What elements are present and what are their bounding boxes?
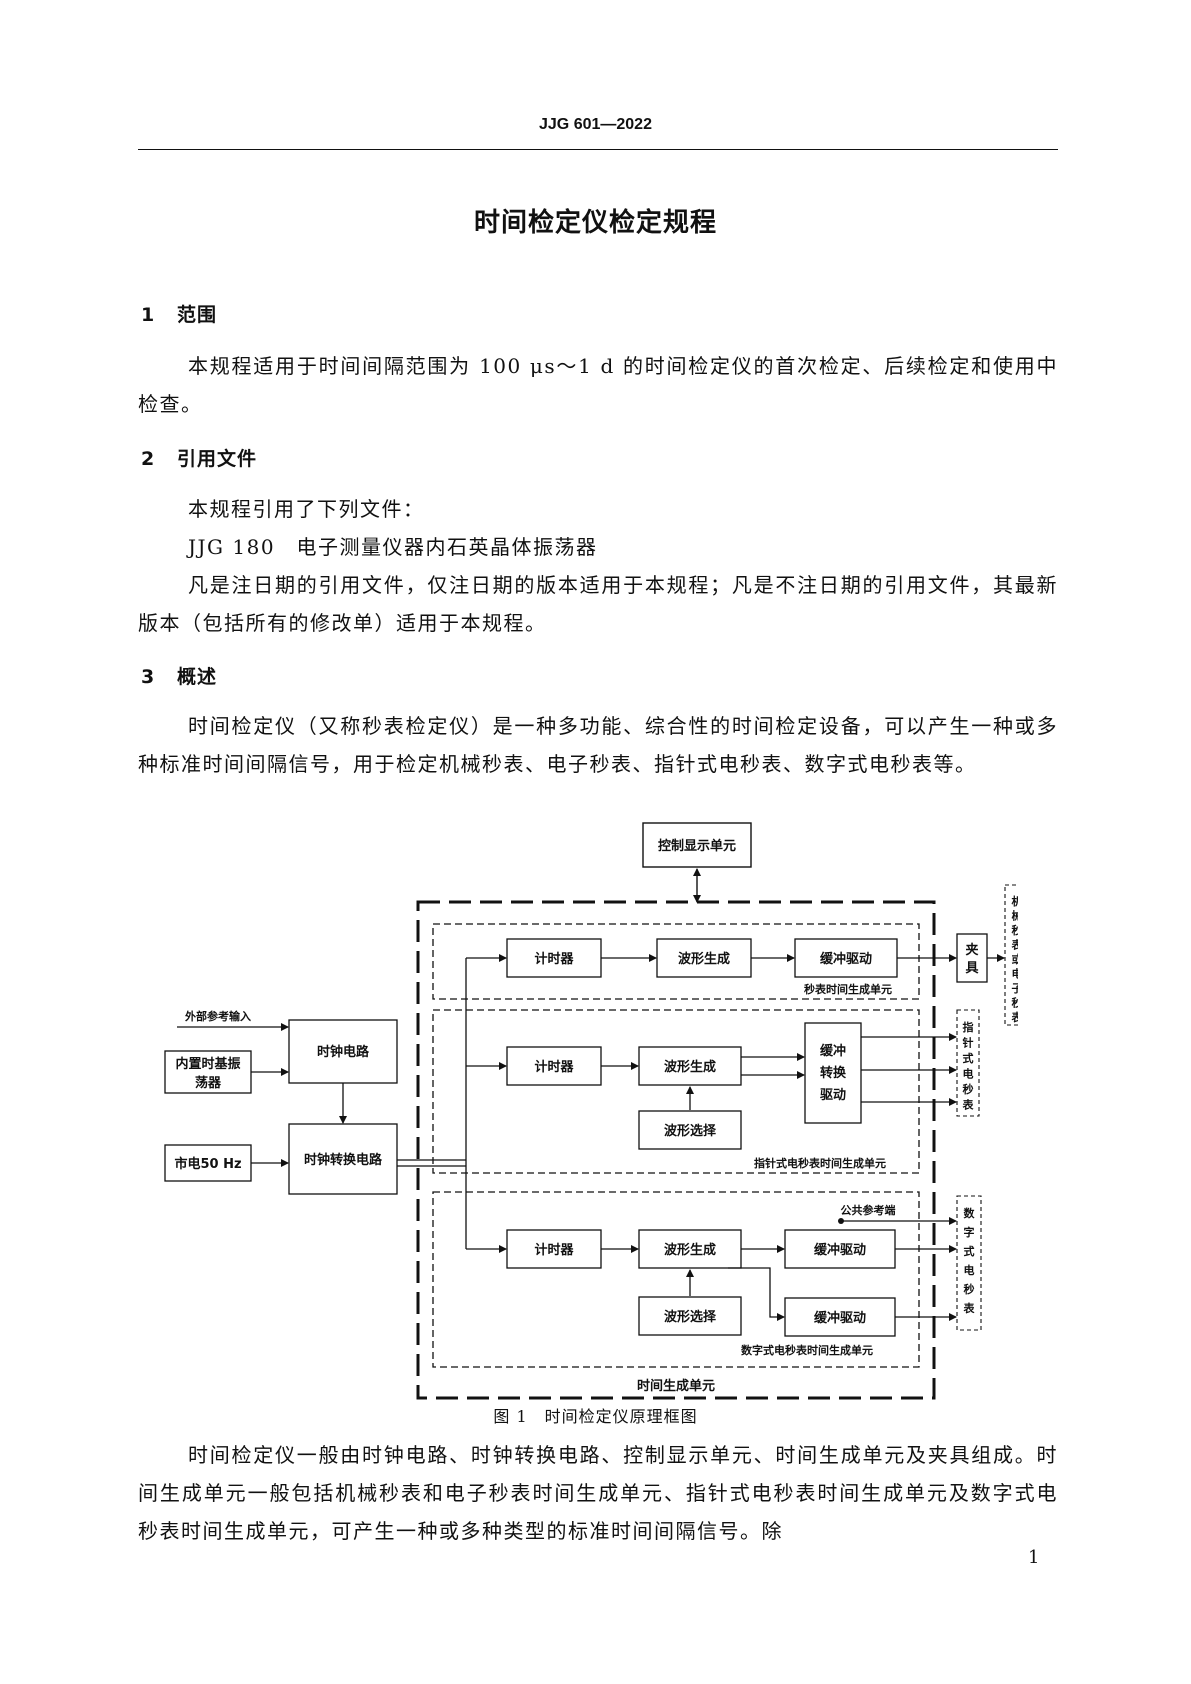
unit1-buffer-label: 缓冲驱动 (820, 951, 872, 967)
mains-label: 市电50 Hz (174, 1156, 241, 1172)
header-rule (138, 149, 1058, 150)
unit2-select-box (638, 1110, 742, 1150)
unit3-frame (432, 1191, 920, 1368)
fixture-box (956, 933, 988, 983)
clock-convert-label: 时钟转换电路 (304, 1152, 383, 1168)
document-header: JJG 601—2022 (539, 116, 652, 133)
clock-convert-box (288, 1123, 398, 1195)
internal-osc-label-2: 荡器 (195, 1075, 222, 1091)
unit3-timer-box (506, 1229, 602, 1269)
out3-char: 秒 (964, 1282, 975, 1296)
out1-char: 子 (1012, 982, 1019, 995)
unit1-timer-label: 计时器 (534, 951, 574, 967)
out1-char: 械 (1012, 909, 1019, 923)
section-number: 3 (141, 666, 156, 688)
clock-circuit-box (288, 1019, 398, 1084)
section-heading-1: 1 范围 (141, 300, 217, 327)
paragraph-overview: 时间检定仪（又称秒表检定仪）是一种多功能、综合性的时间检定设备，可以产生一种或多… (138, 714, 1058, 776)
internal-osc-label-1: 内置时基振 (175, 1056, 240, 1072)
out2-char: 指 (963, 1020, 974, 1034)
out2-char: 表 (962, 1098, 975, 1112)
out3-char: 式 (964, 1244, 975, 1258)
page-title: 时间检定仪检定规程 (473, 208, 717, 238)
unit2-select-label: 波形选择 (664, 1123, 717, 1139)
out1-char: 机 (1012, 894, 1019, 908)
unit3-timer-label: 计时器 (534, 1242, 574, 1258)
out2-char: 针 (963, 1036, 974, 1050)
paragraph-ref-intro: 本规程引用了下列文件： (188, 497, 425, 521)
clock-circuit-label: 时钟电路 (317, 1044, 370, 1060)
paragraph-ref-note: 凡是注日期的引用文件，仅注日期的版本适用于本规程；凡是不注日期的引用文件，其最新… (138, 573, 1058, 635)
section-title: 范围 (177, 304, 218, 326)
out2-frame (956, 1009, 980, 1117)
control-display-label: 控制显示单元 (658, 838, 736, 854)
unit3-select-box (638, 1296, 742, 1336)
page-number: 1 (1028, 1547, 1040, 1568)
section-number: 1 (141, 304, 156, 326)
mains-box (164, 1144, 252, 1182)
out1-char: 表 (1011, 1010, 1019, 1024)
out1-char: 或 (1012, 952, 1019, 966)
unit1-label: 秒表时间生成单元 (804, 982, 892, 996)
out2-label: 指针式电秒表 (962, 1020, 975, 1112)
out3-char: 字 (964, 1225, 975, 1239)
paragraph-composition: 时间检定仪一般由时钟电路、时钟转换电路、控制显示单元、时间生成单元及夹具组成。时… (138, 1443, 1058, 1543)
out1-char: 电 (1012, 967, 1019, 981)
time-gen-unit-frame (416, 900, 936, 1400)
paragraph-ref-doc: JJG 180 电子测量仪器内石英晶体振荡器 (188, 535, 598, 559)
unit3-select-label: 波形选择 (664, 1309, 717, 1325)
out1-char: 秒 (1012, 923, 1019, 937)
unit1-timer-box (506, 938, 602, 978)
unit2-waveform-label: 波形生成 (664, 1059, 716, 1075)
unit3-label: 数字式电秒表时间生成单元 (741, 1343, 873, 1357)
out3-char: 电 (964, 1263, 975, 1277)
unit3-buffer2-label: 缓冲驱动 (814, 1310, 866, 1326)
section-title: 引用文件 (177, 448, 258, 470)
unit2-buffer-label-3: 驱动 (820, 1088, 846, 1103)
section-heading-3: 3 概述 (141, 662, 217, 689)
unit1-waveform-box (656, 938, 752, 978)
block-diagram: 控制显示单元 时间生成单元 秒表时间生成单元 指针式电秒表时间生成单元 数字式电… (164, 822, 1019, 1400)
unit2-buffer-label-2: 转换 (820, 1065, 847, 1081)
common-ref-label: 公共参考端 (841, 1203, 896, 1217)
unit1-frame (432, 923, 920, 1000)
unit1-waveform-label: 波形生成 (678, 951, 730, 967)
section-title: 概述 (177, 666, 218, 688)
out3-char: 表 (963, 1301, 976, 1315)
out1-char: 秒 (1012, 996, 1019, 1010)
out2-char: 式 (963, 1051, 974, 1065)
time-gen-unit-label: 时间生成单元 (637, 1378, 715, 1394)
unit3-buffer1-label: 缓冲驱动 (814, 1242, 866, 1258)
out1-char: 表 (1011, 938, 1019, 952)
unit3-waveform-label: 波形生成 (664, 1242, 716, 1258)
fixture-label-1: 夹 (965, 942, 978, 958)
unit2-timer-label: 计时器 (534, 1059, 574, 1075)
figure-caption: 图 1 时间检定仪原理框图 (493, 1407, 698, 1426)
unit3-buffer1-box (784, 1229, 896, 1269)
unit2-buffer-box (804, 1022, 862, 1124)
section-heading-2: 2 引用文件 (141, 444, 257, 471)
unit2-waveform-box (638, 1046, 742, 1086)
unit2-frame (432, 1009, 920, 1174)
out3-char: 数 (964, 1206, 976, 1220)
control-display-box (642, 822, 752, 868)
unit2-timer-box (506, 1046, 602, 1086)
section-number: 2 (141, 448, 156, 470)
out1-frame (1004, 884, 1018, 1026)
out3-frame (956, 1195, 982, 1331)
unit3-buffer2-box (784, 1297, 896, 1337)
unit2-label: 指针式电秒表时间生成单元 (754, 1156, 886, 1170)
out3-label: 数字式电秒表 (963, 1206, 976, 1315)
fixture-label-2: 具 (965, 961, 978, 976)
out2-char: 电 (963, 1067, 974, 1081)
unit2-buffer-label-1: 缓冲 (820, 1043, 846, 1059)
paragraph-scope: 本规程适用于时间间隔范围为 100 μs～1 d 的时间检定仪的首次检定、后续检… (138, 354, 1058, 416)
external-ref-label: 外部参考输入 (184, 1009, 251, 1023)
out2-char: 秒 (963, 1082, 974, 1096)
